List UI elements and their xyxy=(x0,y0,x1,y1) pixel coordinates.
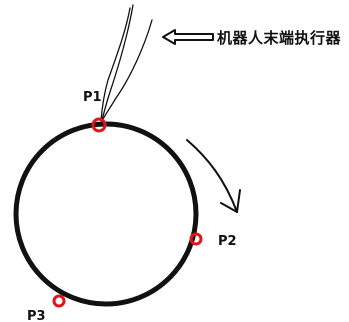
direction-arrow xyxy=(186,139,241,213)
annotation-arrow xyxy=(162,29,214,45)
point-marker-p2 xyxy=(189,232,203,246)
end-effector-label: 机器人末端执行器 xyxy=(217,29,342,47)
annotation-arrow-outline xyxy=(162,29,214,45)
point-label-p1: P1 xyxy=(83,90,102,105)
point-label-p3: P3 xyxy=(27,309,46,322)
tool-stroke-middle xyxy=(101,4,134,121)
end-effector-tool xyxy=(100,4,153,122)
point-label-p2: P2 xyxy=(218,234,237,249)
tool-stroke-right xyxy=(101,19,153,122)
point-marker-p1 xyxy=(91,117,107,133)
tool-stroke-left xyxy=(100,7,131,122)
direction-arrow-head-right xyxy=(236,189,241,213)
point-marker-p3 xyxy=(52,294,66,308)
direction-arrow-shaft xyxy=(186,139,238,213)
circular-path xyxy=(13,121,199,307)
direction-arrow-head-left xyxy=(220,202,238,213)
